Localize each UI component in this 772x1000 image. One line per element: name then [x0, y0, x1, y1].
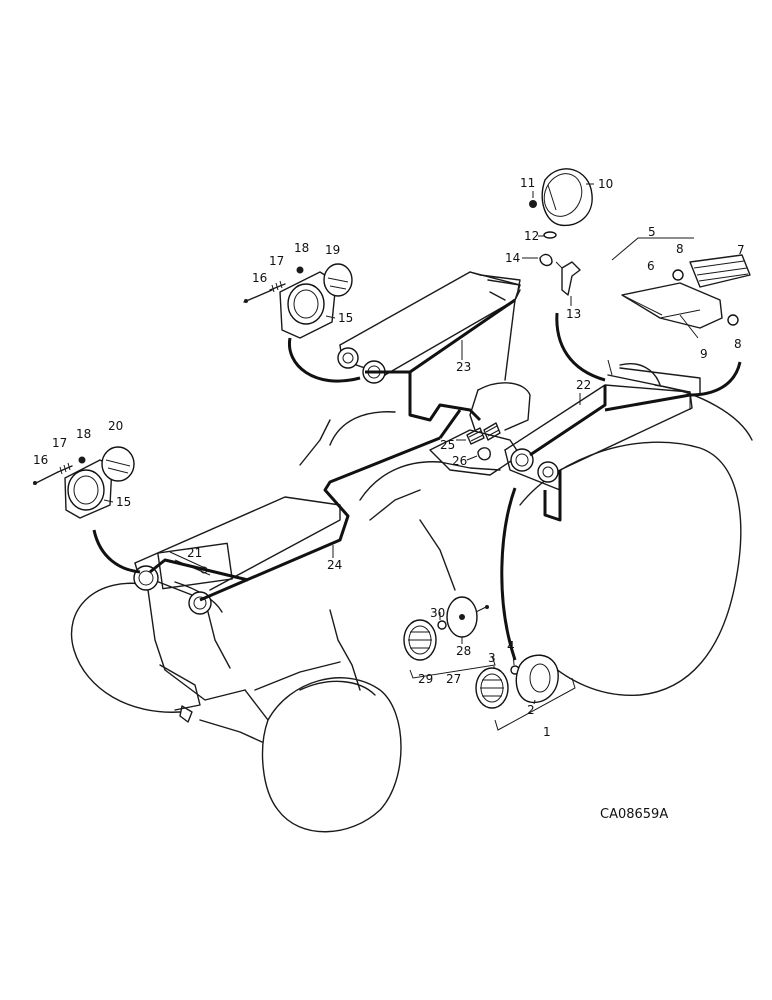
callout-17-upper: 17	[269, 254, 284, 268]
nut-18-lower	[78, 456, 86, 464]
right-fender-box	[504, 367, 701, 491]
bulb-8-lower	[727, 314, 739, 326]
right-lamp-housing-b	[537, 461, 559, 483]
callout-25: 25	[440, 438, 455, 452]
callout-10: 10	[598, 177, 613, 191]
callout-5: 5	[648, 225, 656, 239]
bulb-30	[437, 620, 447, 630]
switch-26	[477, 447, 491, 461]
work-lamp-body	[541, 168, 593, 227]
bottom-lamp-assemblies	[403, 596, 576, 731]
callout-17-lower: 17	[52, 436, 67, 450]
bulb-8-upper	[672, 269, 684, 281]
callout-28: 28	[456, 644, 471, 658]
callout-15-lower: 15	[116, 495, 131, 509]
callout-27: 27	[446, 672, 461, 686]
nut-18-upper	[296, 266, 304, 274]
lower-left-lamp-assembly	[33, 446, 135, 519]
callout-13: 13	[566, 307, 581, 321]
callout-14: 14	[505, 251, 520, 265]
tractor-outline	[70, 289, 753, 833]
callout-2: 2	[527, 703, 535, 717]
callout-18-upper: 18	[294, 241, 309, 255]
callout-24: 24	[327, 558, 342, 572]
bolt-16-lower	[33, 471, 59, 485]
callout-16-lower: 16	[33, 453, 48, 467]
callout-labels: 1 2 3 4 5 6 7 8 8 9 10 11 12 13 14 15 15…	[33, 176, 745, 739]
callout-21: 21	[187, 546, 202, 560]
leader-lines	[103, 183, 594, 705]
callout-26: 26	[452, 454, 467, 468]
switch-25-b	[483, 422, 501, 441]
callout-22: 22	[576, 378, 591, 392]
housing-2	[515, 654, 559, 704]
callout-15-upper: 15	[338, 311, 353, 325]
callout-1: 1	[543, 725, 551, 739]
callout-19: 19	[325, 243, 340, 257]
flasher-lamp-assembly	[611, 237, 751, 339]
switch-25-a	[466, 427, 485, 445]
seat-switches	[466, 422, 501, 461]
callout-16-upper: 16	[252, 271, 267, 285]
callout-18-lower: 18	[76, 427, 91, 441]
housing-15-lower	[64, 459, 113, 519]
callout-29: 29	[418, 672, 433, 686]
lamp-washer-12	[543, 231, 557, 239]
bolt-16-upper	[243, 289, 273, 303]
lens-20-lower	[101, 446, 135, 482]
callout-30: 30	[430, 606, 445, 620]
callout-12: 12	[524, 229, 539, 243]
callout-23: 23	[456, 360, 471, 374]
upper-left-lamp-assembly	[243, 263, 353, 339]
housing-15-upper	[279, 271, 337, 339]
wiring-harness	[92, 298, 742, 661]
center-lamp-housing-a	[337, 347, 359, 369]
callout-4: 4	[507, 639, 515, 653]
lamp-bracket-13	[561, 261, 581, 296]
center-fender-box	[337, 271, 521, 384]
figure-code: CA08659A	[600, 807, 668, 822]
callout-20: 20	[108, 419, 123, 433]
callout-9: 9	[700, 347, 708, 361]
lens-7	[689, 254, 751, 288]
callout-7: 7	[737, 243, 745, 257]
callout-3: 3	[488, 651, 496, 665]
callout-8-upper: 8	[676, 242, 684, 256]
callout-8-lower: 8	[734, 337, 742, 351]
lamp-bracket-6	[621, 282, 723, 329]
right-lamp-housing-a	[510, 448, 534, 472]
lamp-mount-14	[539, 253, 553, 267]
callout-11: 11	[520, 176, 535, 190]
callout-6: 6	[647, 259, 655, 273]
work-lamp-assembly	[529, 168, 593, 296]
left-rear-fender	[133, 496, 341, 615]
